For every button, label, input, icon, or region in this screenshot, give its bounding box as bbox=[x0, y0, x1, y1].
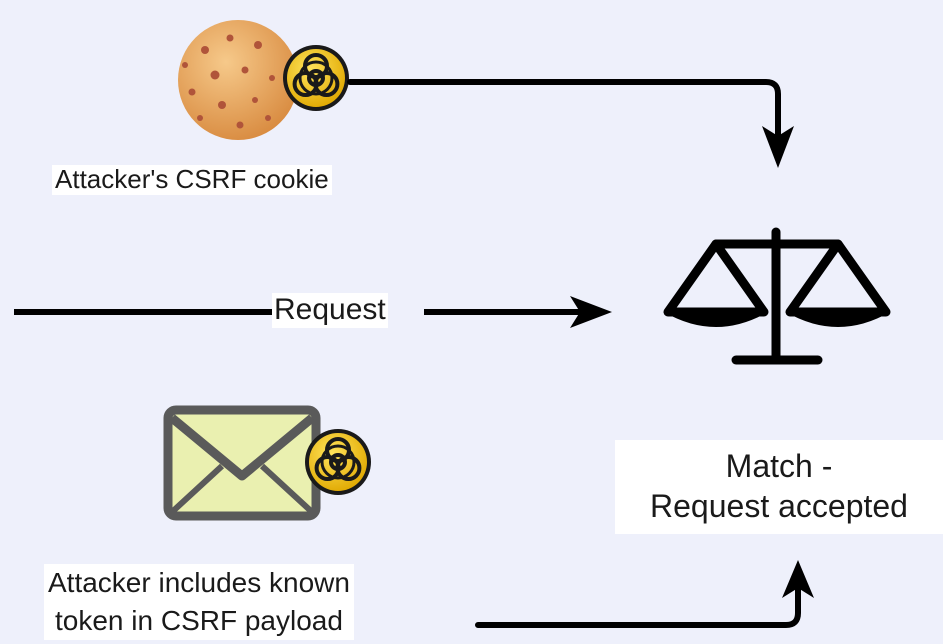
result-label-line2: Request accepted bbox=[650, 488, 908, 524]
request-arrow bbox=[14, 296, 612, 328]
cookie-to-scales-arrow bbox=[347, 79, 794, 168]
payload-label: Attacker includes known token in CSRF pa… bbox=[44, 564, 354, 640]
scales-pans bbox=[664, 312, 890, 327]
payload-label-line1: Attacker includes known bbox=[48, 567, 350, 598]
result-label: Match - Request accepted bbox=[615, 440, 943, 534]
biohazard-icon bbox=[283, 45, 349, 111]
cookie-icon bbox=[178, 20, 298, 140]
envelope-icon bbox=[163, 405, 321, 521]
result-label-line1: Match - bbox=[725, 448, 833, 484]
payload-label-line2: token in CSRF payload bbox=[55, 605, 343, 636]
request-label: Request bbox=[272, 293, 388, 328]
payload-to-result-arrow bbox=[475, 560, 814, 628]
scales-icon bbox=[663, 227, 891, 365]
biohazard-icon bbox=[305, 429, 371, 495]
cookie-label: Attacker's CSRF cookie bbox=[52, 164, 332, 195]
